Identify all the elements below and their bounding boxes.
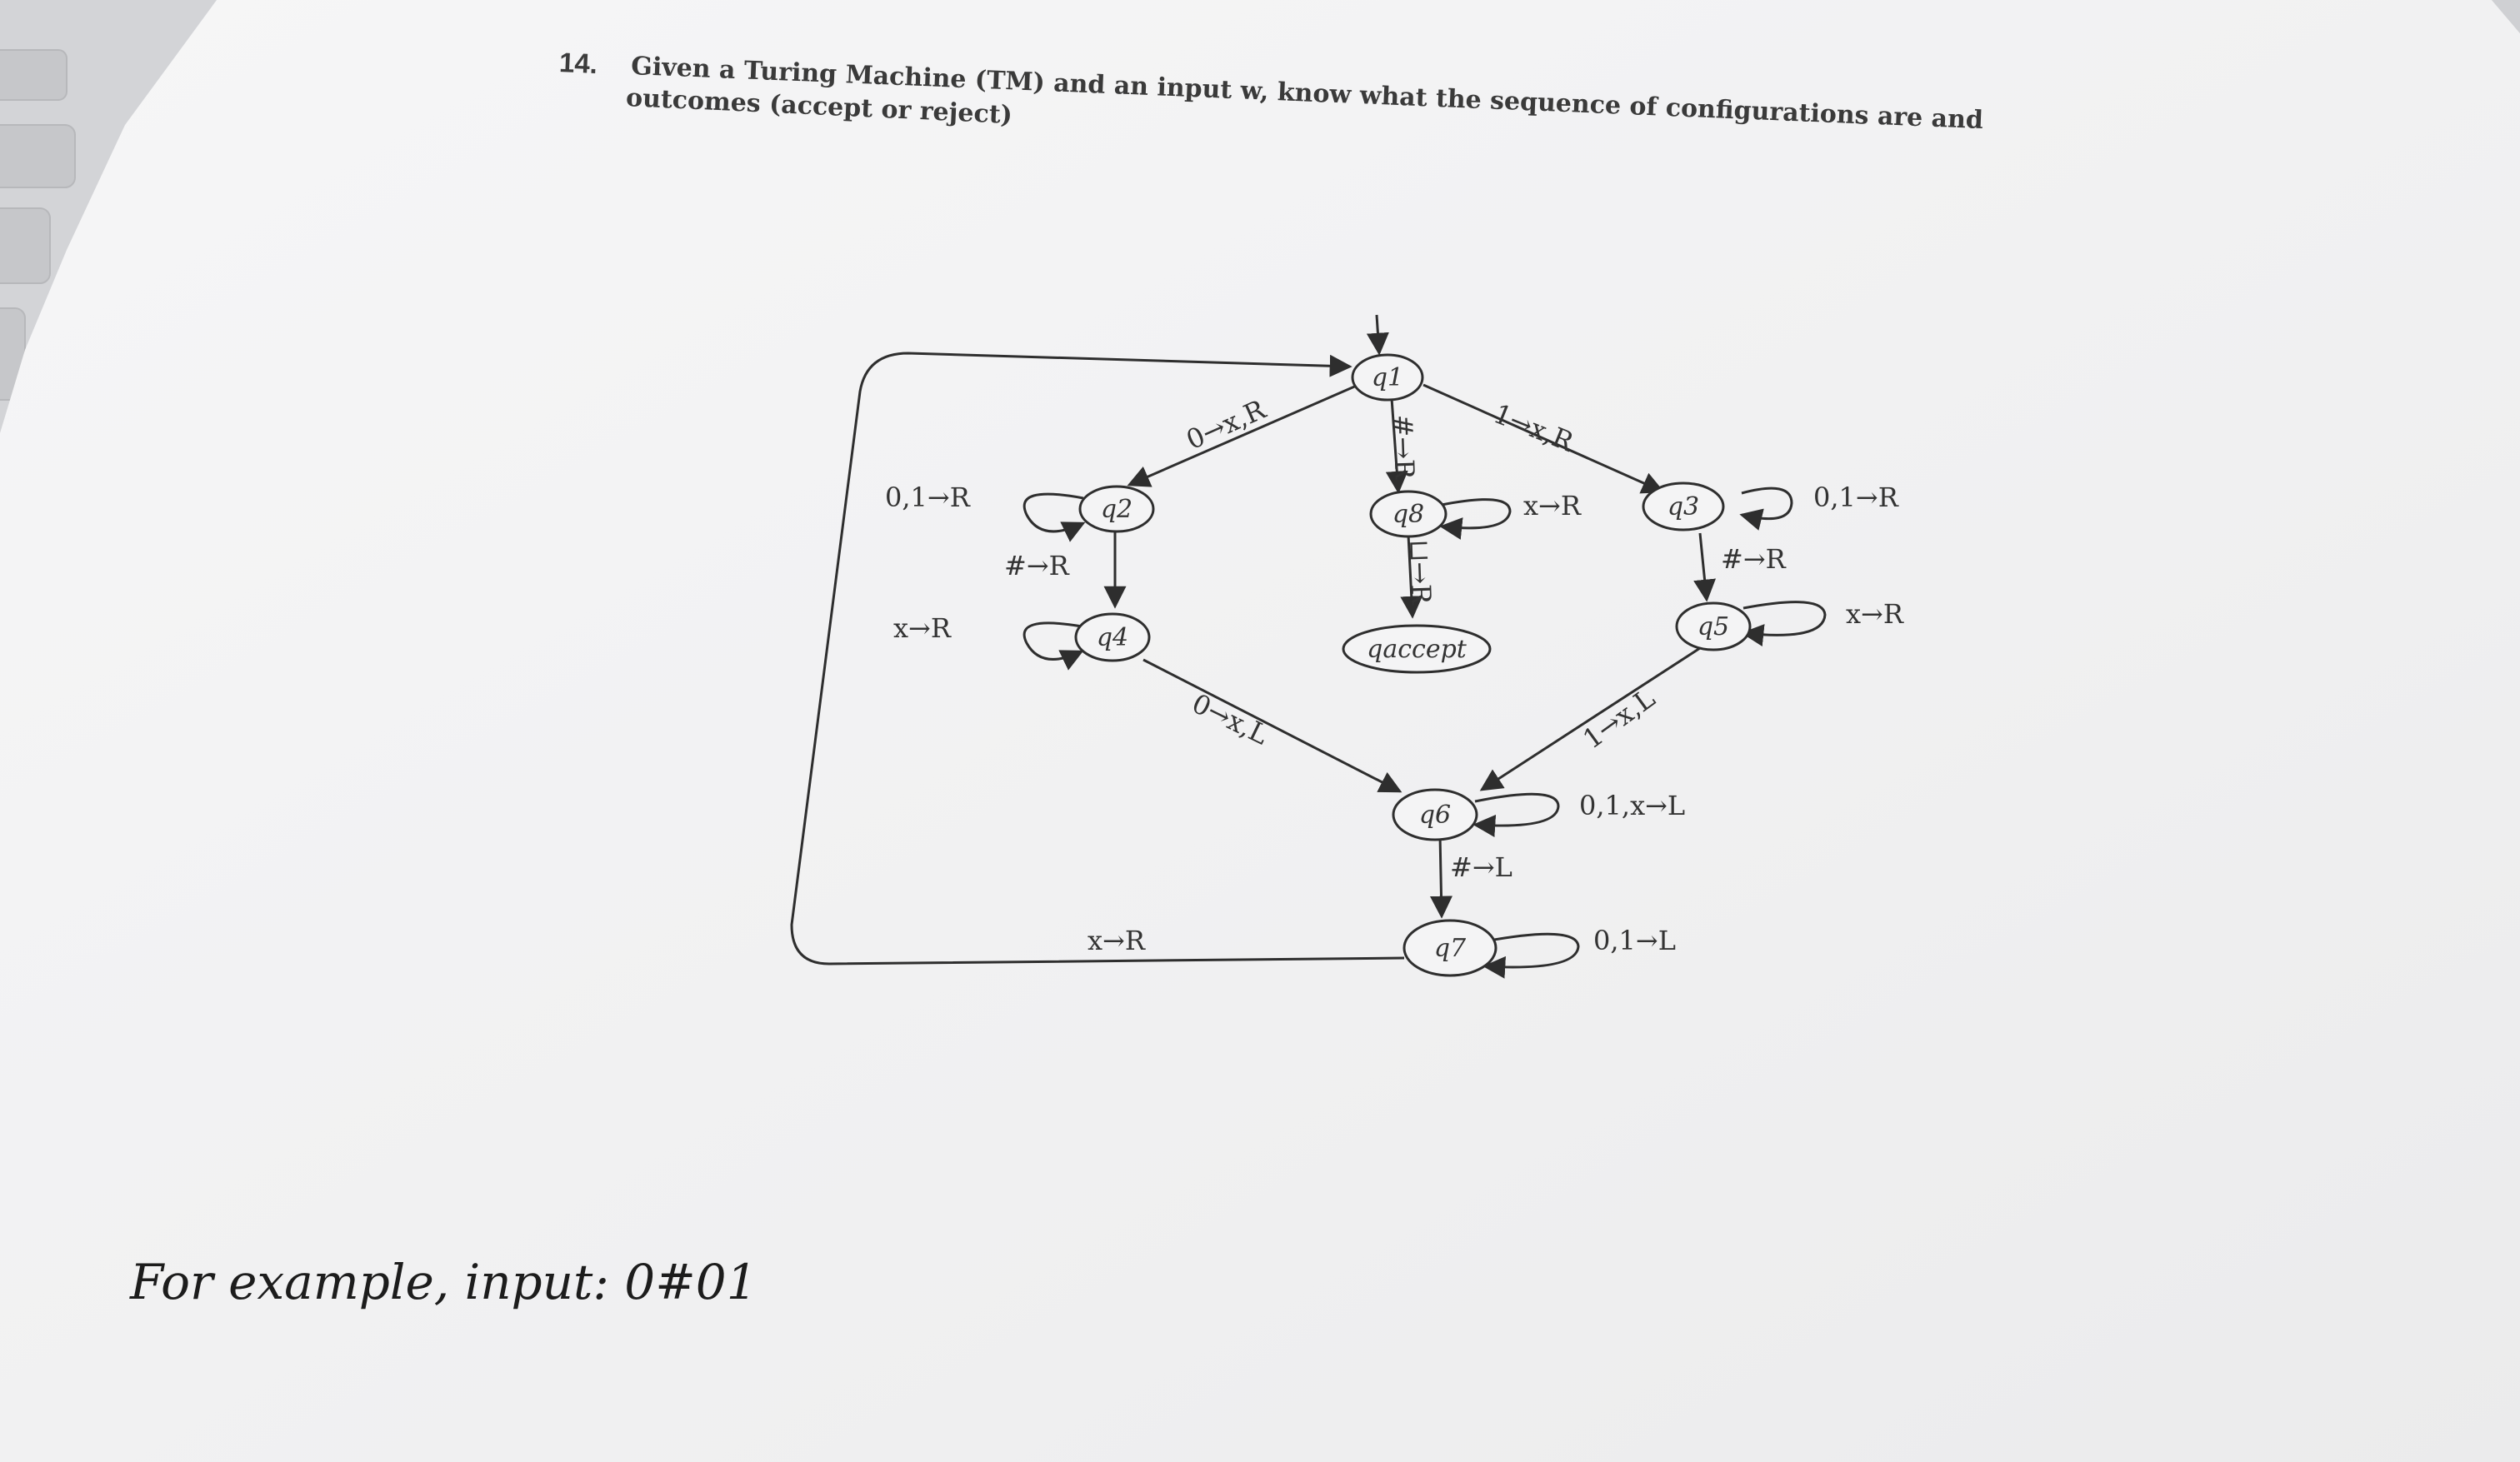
state-q3-node xyxy=(1642,482,1725,531)
state-qaccept-label: qaccept xyxy=(1367,635,1468,664)
state-q8-label: q8 xyxy=(1392,500,1424,529)
label-q1-q3: 1→x,R xyxy=(1489,397,1578,458)
state-q3-label: q3 xyxy=(1668,492,1699,521)
loop-q6 xyxy=(1472,792,1560,837)
state-q1-node xyxy=(1351,353,1424,402)
state-q6-label: q6 xyxy=(1419,801,1451,830)
label-q6-q7: #→L xyxy=(1450,851,1512,883)
label-q7-q1: x→R xyxy=(1088,925,1146,956)
state-q2-label: q2 xyxy=(1101,495,1132,524)
label-q7-loop: 0,1→L xyxy=(1593,925,1676,956)
start-arrow xyxy=(1366,314,1389,356)
loop-q7 xyxy=(1482,932,1580,979)
label-q5-loop: x→R xyxy=(1846,598,1904,630)
label-q3-loop: 0,1→R xyxy=(1813,482,1899,513)
loop-q2 xyxy=(1022,492,1086,542)
edge-q7-q1 xyxy=(790,352,1405,966)
label-q2-q4: #→R xyxy=(1004,550,1070,581)
loop-q8 xyxy=(1439,498,1512,540)
loop-q3 xyxy=(1739,487,1793,531)
label-q8-qaccept: ⊔→R xyxy=(1403,539,1438,606)
paper-shadow xyxy=(2492,0,2520,33)
state-q2-node xyxy=(1078,485,1155,533)
edge-q3-q5 xyxy=(1693,532,1717,602)
state-q5-label: q5 xyxy=(1698,612,1729,641)
edge-q1-q8 xyxy=(1385,397,1408,494)
label-q1-q2: 0→x,R xyxy=(1182,393,1271,457)
label-q6-loop: 0,1,x→L xyxy=(1579,790,1685,821)
label-q4-q6: 0→x,L xyxy=(1187,687,1273,751)
state-qaccept-node xyxy=(1342,624,1492,674)
edge-q5-q6 xyxy=(1479,646,1701,791)
state-q7-node xyxy=(1402,919,1498,977)
state-q6-node xyxy=(1392,788,1478,841)
label-q8-loop: x→R xyxy=(1523,490,1582,521)
loop-q5 xyxy=(1741,601,1827,646)
state-q8-node xyxy=(1369,490,1448,538)
state-q5-node xyxy=(1675,601,1752,651)
label-q4-loop: x→R xyxy=(893,612,952,644)
example-input-text: For example, input: 0#01 xyxy=(130,1254,758,1310)
label-q2-loop: 0,1→R xyxy=(885,482,971,513)
loop-q4 xyxy=(1022,621,1084,671)
state-q4-label: q4 xyxy=(1097,623,1128,652)
state-q7-label: q7 xyxy=(1434,934,1467,963)
state-q4-node xyxy=(1074,612,1151,662)
edge-q1-q3 xyxy=(1422,383,1665,494)
label-q3-q5: #→R xyxy=(1721,543,1787,575)
edge-q8-qaccept xyxy=(1400,534,1423,619)
edge-q6-q7 xyxy=(1430,834,1453,919)
state-q1-label: q1 xyxy=(1372,363,1403,392)
edge-q1-q2 xyxy=(1127,383,1359,487)
label-q1-q8: #→R xyxy=(1387,414,1421,481)
edge-q4-q6 xyxy=(1142,658,1402,793)
